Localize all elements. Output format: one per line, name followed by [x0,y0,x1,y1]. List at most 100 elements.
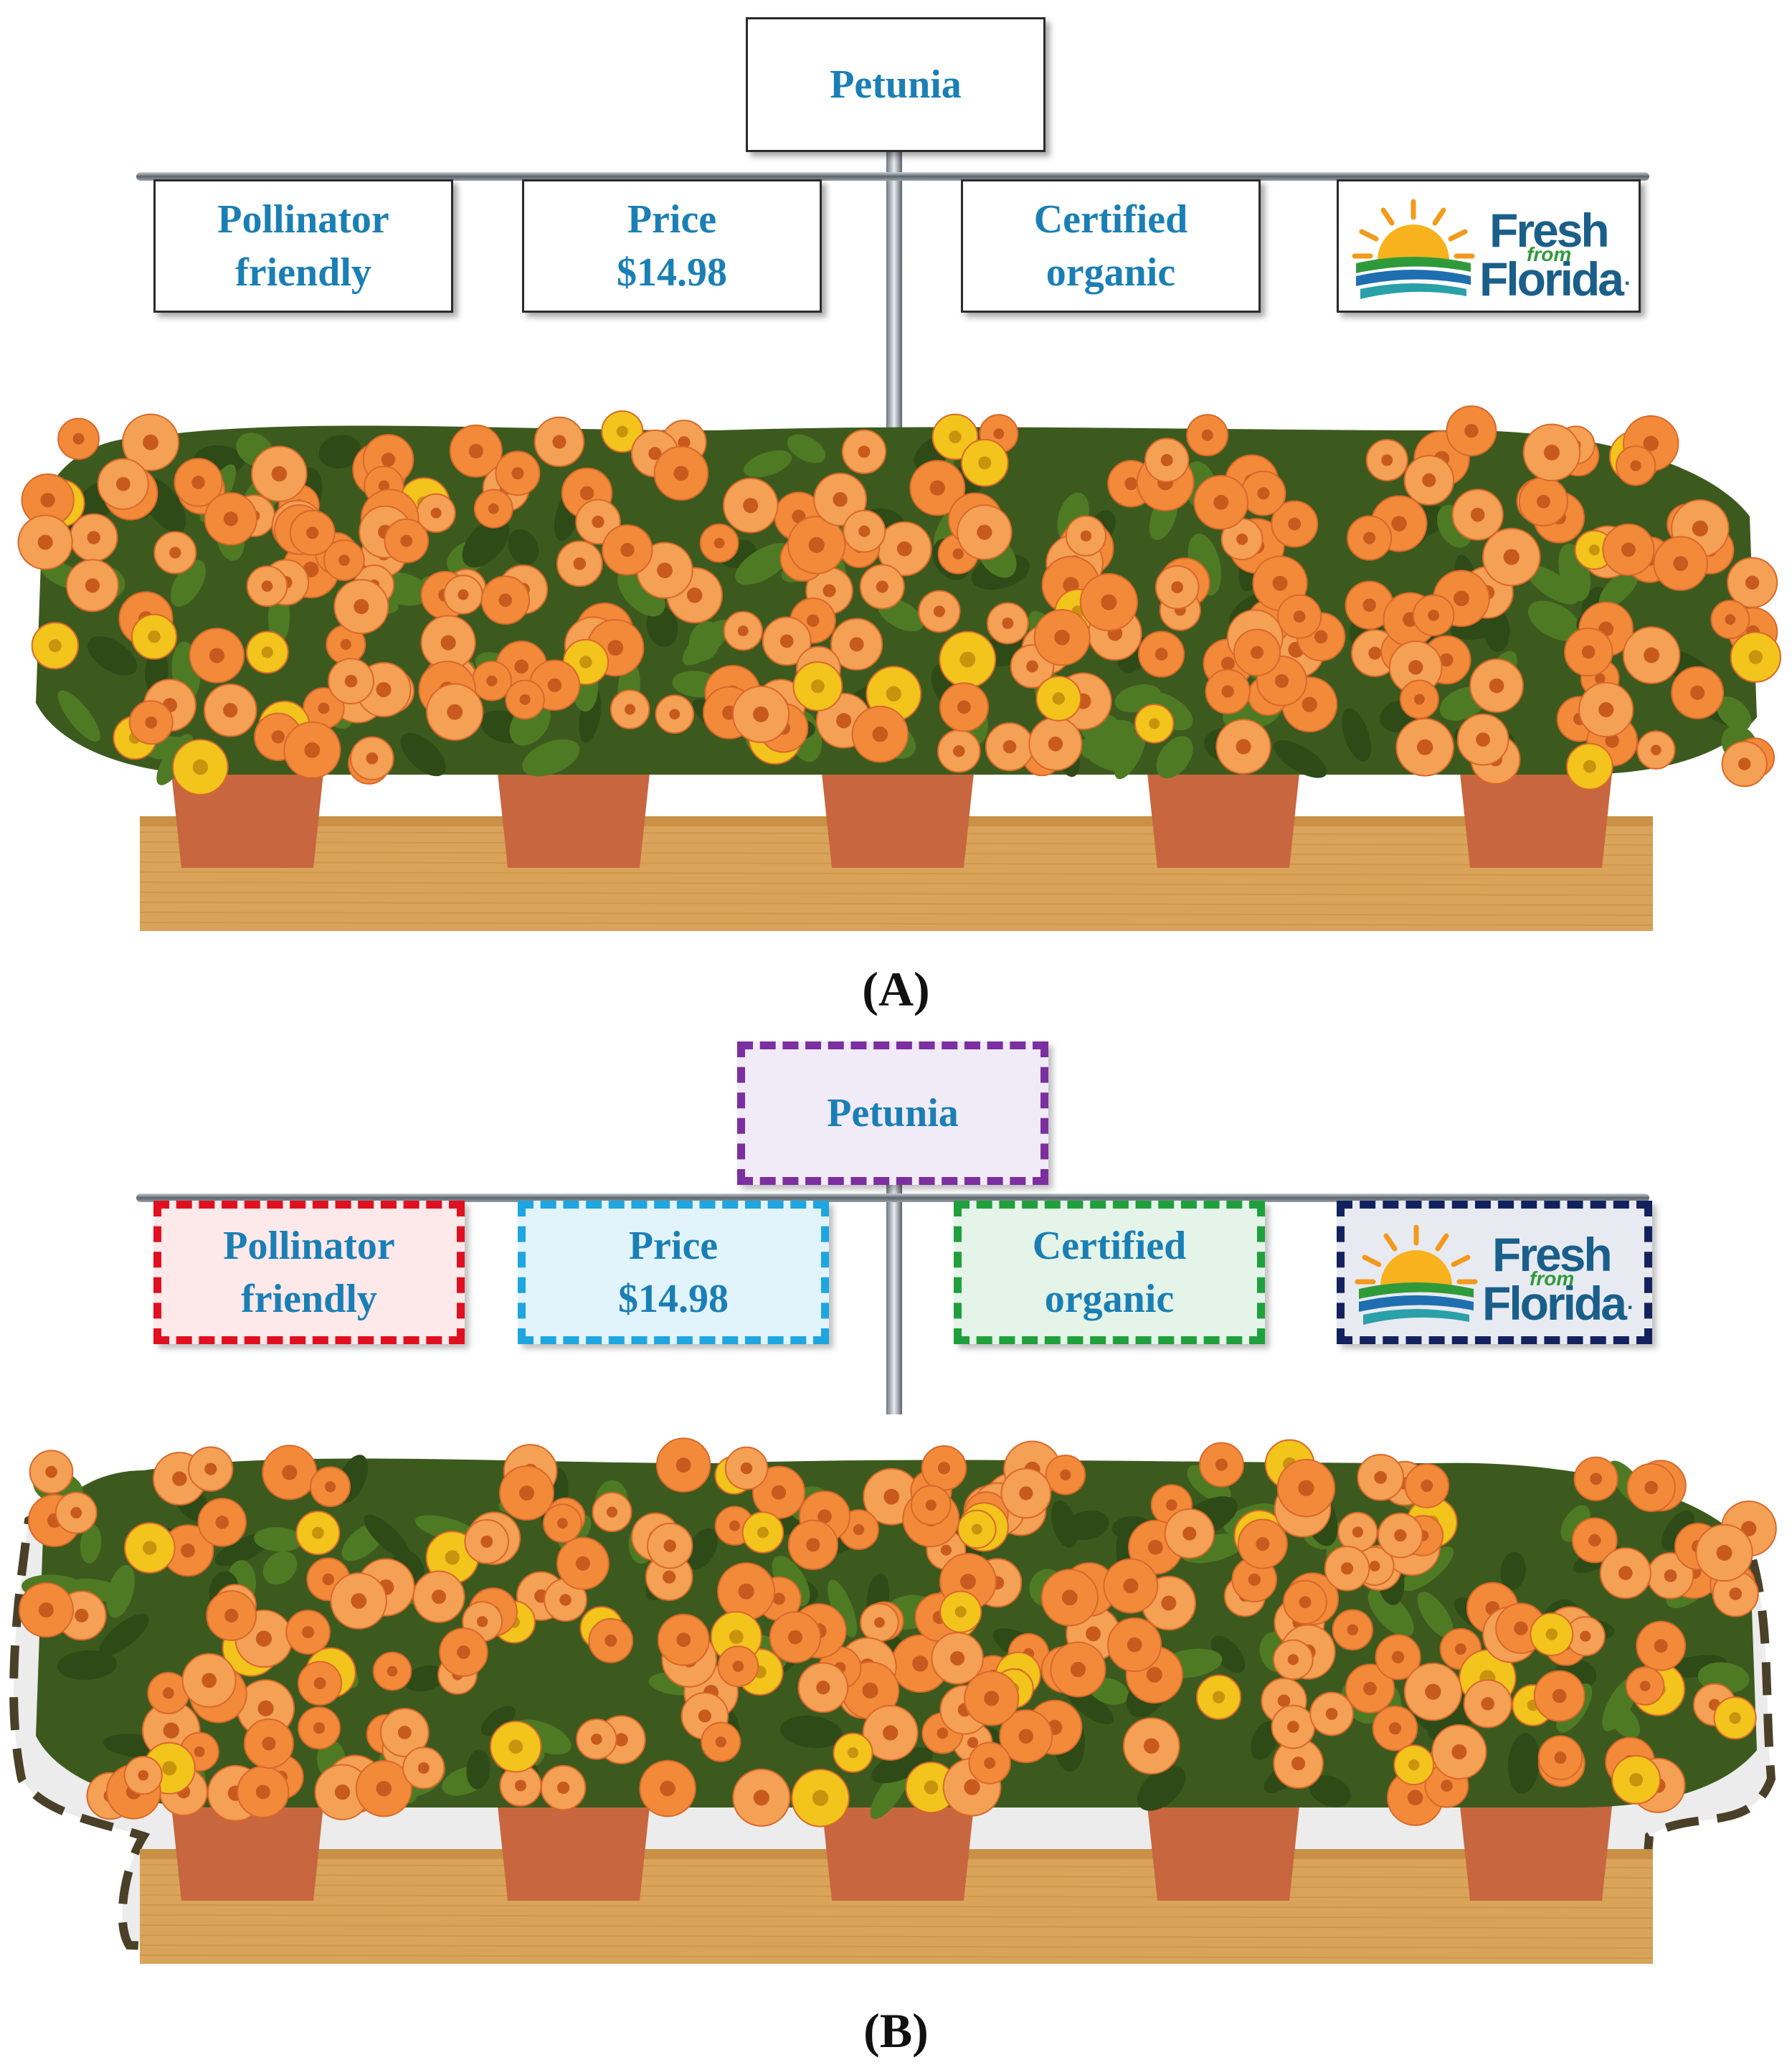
flower-center [1543,444,1560,460]
flower-center [950,1650,965,1665]
flower-center [304,742,321,758]
flower-center [397,1726,412,1739]
flower-pot [1144,1779,1302,1901]
flower-center [1143,1738,1160,1754]
flower-center [75,1608,89,1622]
flower-center [1374,1470,1388,1484]
flower-center [808,537,825,553]
flower-center [138,1769,149,1781]
flower-center [620,543,635,557]
flower-center [933,605,945,618]
price-line-2: $14.98 [618,1277,729,1321]
price-sign: Price $14.98 [522,179,822,313]
flower-center [737,625,749,637]
flower-center [556,1781,570,1795]
flower-center [912,1655,929,1672]
flower-center [344,674,358,688]
flower-center [675,1457,691,1473]
flower-center [673,465,689,481]
flower-pot [495,746,653,868]
flower-center [1257,487,1270,500]
flower-center [1552,1688,1567,1703]
flower-center [732,1660,744,1672]
flower-center [366,752,379,765]
panel-b: Petunia Pollinator friendly Price $14.98… [0,1033,1792,2070]
flower-center [1299,1596,1312,1609]
flower-center [738,1583,754,1599]
wood-grain-line [139,1904,1654,1909]
leaf [99,1613,149,1656]
flower-center [1391,516,1407,531]
flower-center [729,1520,740,1531]
flower-center [209,648,225,663]
flower-center [615,1733,628,1747]
flower-center [1729,1712,1741,1724]
leaf [1137,1765,1186,1811]
flower-center [676,1632,691,1648]
flower-center [957,700,971,714]
fresh-from-florida-logo-highlighted: Fresh from Florida . [1337,1201,1652,1344]
flower-center [771,1485,787,1500]
flower-center [964,1779,980,1795]
flower-center [1503,549,1520,565]
flower-center [1716,1544,1732,1561]
flower-center [648,447,662,460]
pollinator-line-2: friendly [241,1277,377,1321]
leaf [871,1747,934,1784]
flower-center [1407,1790,1423,1805]
leaf [1156,736,1193,779]
flower-center [480,1535,493,1548]
display-scene-b [9,1185,1777,1964]
flower-center [224,1608,239,1623]
leaf [1598,569,1639,608]
flower-center [257,1700,274,1716]
flower-center [607,640,624,656]
flower-center [1352,1526,1364,1538]
flower-center [1651,745,1661,756]
flower-center [1236,533,1248,545]
flower-center [1002,618,1014,629]
flower-center [1470,507,1485,522]
flower-center [1537,494,1550,509]
leaf [364,1514,410,1559]
leaf [57,1650,118,1681]
leaf [87,635,137,676]
price-line-2: $14.98 [617,250,727,295]
flower-center [1018,1729,1033,1744]
flower-center [743,498,759,514]
flower-center [1741,1521,1757,1536]
flower-center [1748,650,1763,664]
logo-registered-mark: . [1624,266,1631,290]
flower-center [313,1677,326,1690]
wood-grain-line [139,871,1654,876]
flower-center [430,507,442,519]
flower-center [223,511,238,526]
flower-center [1298,1480,1314,1496]
flower-center [1026,660,1038,673]
flower-center [417,1762,430,1774]
flower-center [940,1544,952,1556]
flower-center [1052,692,1065,705]
wood-grain-line [139,922,1654,926]
flower-center [340,638,351,651]
flower-center [1086,1626,1101,1642]
logo-word-florida: Florida [1479,252,1624,306]
flower-center [984,1757,996,1769]
flower-center [883,1725,899,1741]
flower-center [1629,1772,1643,1787]
flower-center [1673,556,1689,572]
flower-center [660,1780,675,1797]
pollinator-friendly-sign-highlighted: Pollinator friendly [153,1201,465,1344]
flower-center [896,541,912,557]
flower-center [698,1709,711,1723]
wood-grain-line [139,1944,1654,1949]
petunia-label: Petunia [827,1091,959,1135]
flower-center [663,1570,676,1584]
flower-center [432,1589,446,1605]
flower-center [547,678,562,693]
flower-center [953,745,965,757]
flower-center [556,1518,568,1529]
flower-center [1454,1643,1466,1655]
flower-center [181,1543,195,1558]
price-line-1: Price [627,197,717,242]
